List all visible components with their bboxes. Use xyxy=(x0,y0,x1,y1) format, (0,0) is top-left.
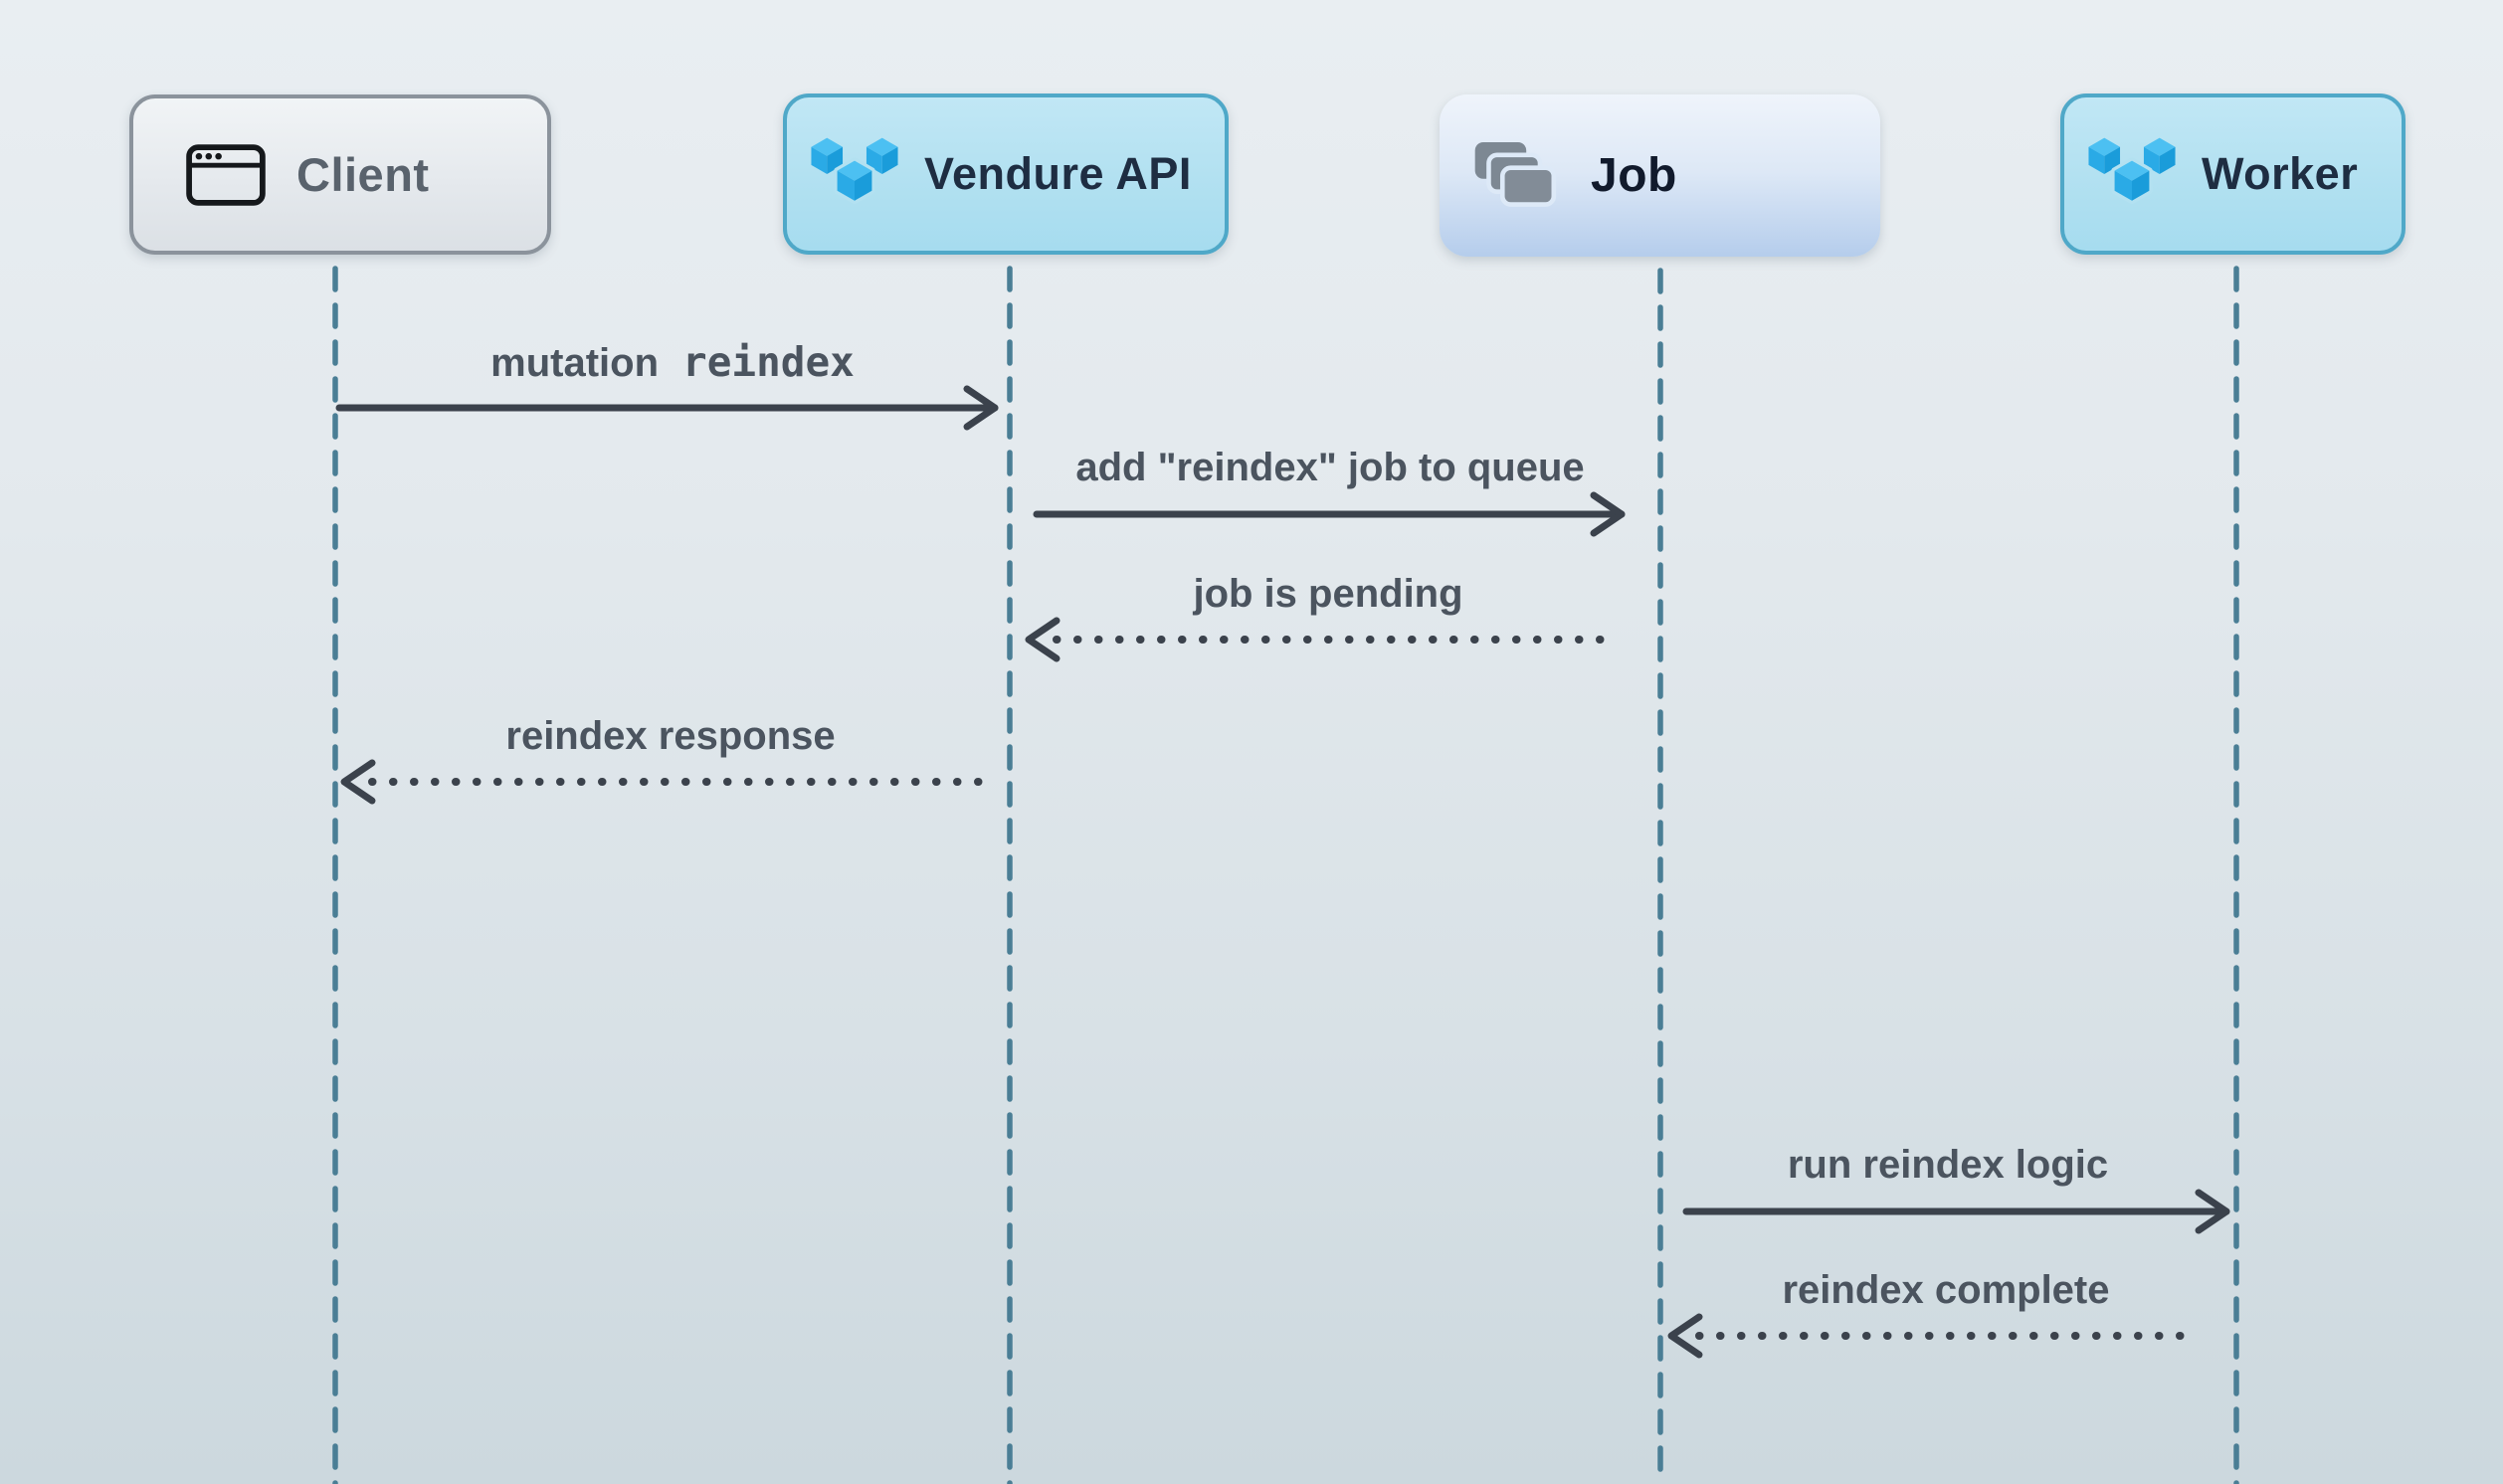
message-text: reindex complete xyxy=(1782,1268,2110,1312)
participant-job: Job xyxy=(1440,94,1880,257)
message-label-mutation-reindex: mutation reindex xyxy=(490,338,855,387)
participant-label-client: Client xyxy=(296,148,430,201)
message-label-run-reindex-logic: run reindex logic xyxy=(1788,1141,2108,1189)
message-label-reindex-response: reindex response xyxy=(505,712,835,760)
message-text: mutation xyxy=(490,341,660,385)
participant-vendure-api: Vendure API xyxy=(783,93,1229,255)
vendure-logo-icon xyxy=(2088,137,2176,205)
participant-label-vendure-api: Vendure API xyxy=(924,148,1192,199)
arrow-mutation-reindex xyxy=(335,385,999,431)
message-text: job is pending xyxy=(1193,572,1463,616)
participant-label-job: Job xyxy=(1591,149,1677,202)
arrow-run-reindex-logic xyxy=(1682,1189,2230,1234)
message-code-text: reindex xyxy=(682,338,855,386)
stacked-cards-icon xyxy=(1474,141,1557,207)
message-label-job-is-pending: job is pending xyxy=(1193,570,1462,618)
participant-worker: Worker xyxy=(2060,93,2406,255)
message-label-add-job-to-queue: add "reindex" job to queue xyxy=(1075,444,1584,491)
vendure-logo-icon xyxy=(811,137,898,205)
message-label-reindex-complete: reindex complete xyxy=(1782,1266,2109,1314)
message-text: run reindex logic xyxy=(1787,1143,2109,1187)
browser-window-icon xyxy=(186,143,266,206)
arrow-reindex-complete xyxy=(1667,1313,2199,1359)
arrow-reindex-response xyxy=(340,759,989,805)
message-text: add "reindex" job to queue xyxy=(1075,446,1585,489)
participant-label-worker: Worker xyxy=(2202,148,2359,199)
arrow-job-is-pending xyxy=(1025,617,1616,662)
message-text: reindex response xyxy=(505,714,836,758)
arrow-add-job-to-queue xyxy=(1033,491,1626,537)
participant-client: Client xyxy=(129,94,551,255)
